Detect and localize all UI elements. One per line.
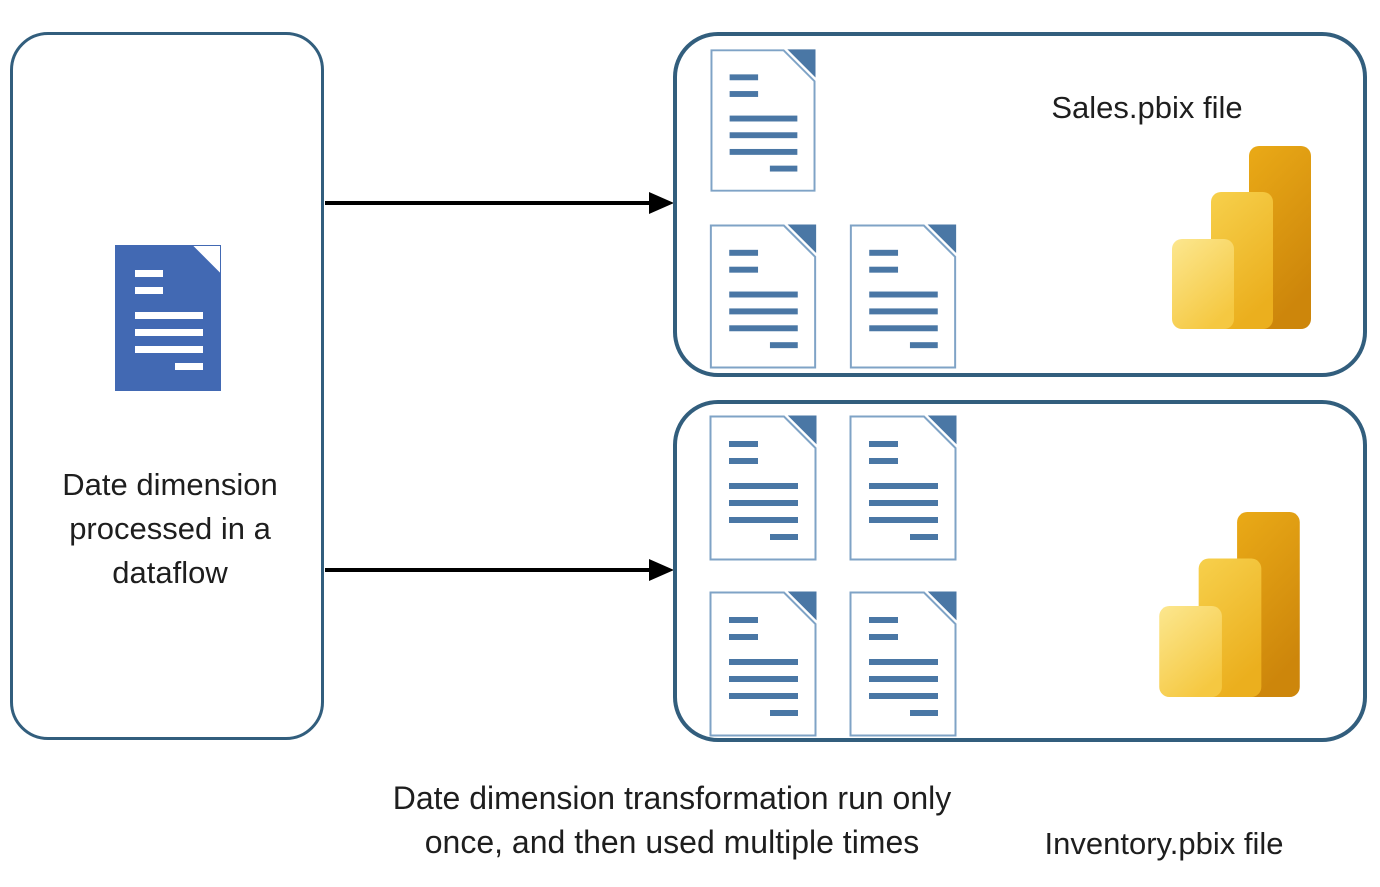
- document-icon: [710, 48, 816, 193]
- power-bi-logo-icon: [1172, 146, 1312, 329]
- inventory-pbix-title: Inventory.pbix file: [1044, 826, 1284, 861]
- sales-pbix-box: Sales.pbix file: [673, 32, 1367, 377]
- document-icon: [849, 591, 957, 737]
- power-bi-logo-icon: [1159, 512, 1301, 697]
- dataflow-source-box: Date dimension processed in a dataflow: [10, 32, 324, 740]
- arrow-to-sales: [325, 201, 651, 205]
- arrow-to-sales-head-icon: [649, 192, 674, 214]
- inventory-pbix-box: Inventory.pbix file: [673, 400, 1367, 861]
- blue-document-icon: [115, 245, 221, 391]
- arrow-to-inventory: [325, 568, 651, 572]
- document-icon: [849, 415, 957, 561]
- document-icon: [709, 224, 817, 369]
- document-icon: [849, 224, 957, 369]
- sales-pbix-title: Sales.pbix file: [1051, 90, 1243, 125]
- diagram-caption: Date dimension transformation run only o…: [392, 780, 952, 860]
- dataflow-source-label: Date dimension processed in a dataflow: [62, 467, 278, 590]
- arrow-to-inventory-head-icon: [649, 559, 674, 581]
- document-icon: [709, 415, 817, 561]
- document-icon: [709, 591, 817, 737]
